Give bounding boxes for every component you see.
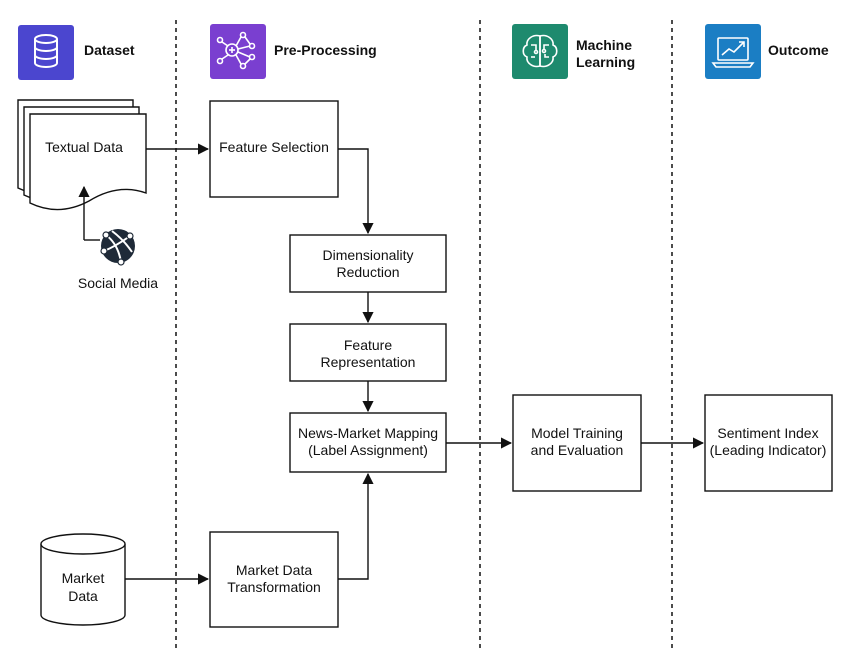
sentiment-index-label-line2: (Leading Indicator) — [710, 442, 827, 458]
market-data-transformation-box: Market Data Transformation — [209, 531, 339, 628]
feature-representation-label-line2: Representation — [321, 354, 416, 370]
feature-representation-box: Feature Representation — [289, 323, 447, 382]
model-training-label-line2: and Evaluation — [531, 442, 624, 458]
dataset-header-tile — [18, 25, 74, 80]
neural-network-icon — [216, 31, 256, 70]
model-training-label-line1: Model Training — [531, 425, 623, 441]
brain-circuit-icon — [522, 34, 558, 68]
preprocessing-header-title: Pre-Processing — [274, 42, 377, 58]
market-data-transformation-label-line1: Market Data — [236, 562, 312, 578]
news-market-mapping-label-line2: (Label Assignment) — [308, 442, 428, 458]
outcome-header-title: Outcome — [768, 42, 829, 58]
textual-data-document: Textual Data — [17, 99, 147, 211]
textual-data-label: Textual Data — [45, 139, 123, 155]
dimensionality-reduction-label-line2: Reduction — [336, 264, 399, 280]
globe-network-icon — [100, 229, 135, 266]
model-training-box: Model Training and Evaluation — [512, 394, 642, 492]
news-market-mapping-label-line1: News-Market Mapping — [298, 425, 438, 441]
edge-transformation-to-mapping — [338, 472, 374, 580]
market-data-label-line2: Data — [68, 588, 98, 604]
sentiment-index-box: Sentiment Index (Leading Indicator) — [704, 394, 833, 492]
edge-feature-selection-to-dimensionality — [338, 148, 374, 235]
lane-header-outcome: Outcome — [705, 24, 829, 79]
dimensionality-reduction-label-line1: Dimensionality — [322, 247, 413, 263]
lane-header-preprocessing: Pre-Processing — [210, 24, 377, 79]
sentiment-index-label-line1: Sentiment Index — [717, 425, 818, 441]
market-data-label-line1: Market — [62, 570, 105, 586]
news-market-mapping-box: News-Market Mapping (Label Assignment) — [289, 412, 447, 473]
lane-header-machine-learning: Machine Learning — [512, 24, 635, 79]
feature-selection-box: Feature Selection — [209, 100, 339, 198]
chart-monitor-icon — [711, 37, 755, 68]
feature-representation-label-line1: Feature — [344, 337, 392, 353]
database-icon — [34, 34, 58, 68]
dimensionality-reduction-box: Dimensionality Reduction — [289, 234, 447, 293]
market-data-cylinder: Market Data — [40, 533, 126, 626]
dataset-header-title: Dataset — [84, 42, 135, 58]
machine-learning-header-title-line1: Machine — [576, 37, 632, 53]
market-data-transformation-label-line2: Transformation — [227, 579, 321, 595]
machine-learning-header-title-line2: Learning — [576, 54, 635, 70]
lane-header-dataset: Dataset — [18, 25, 135, 80]
feature-selection-label: Feature Selection — [219, 139, 329, 155]
social-media-label: Social Media — [78, 275, 158, 291]
